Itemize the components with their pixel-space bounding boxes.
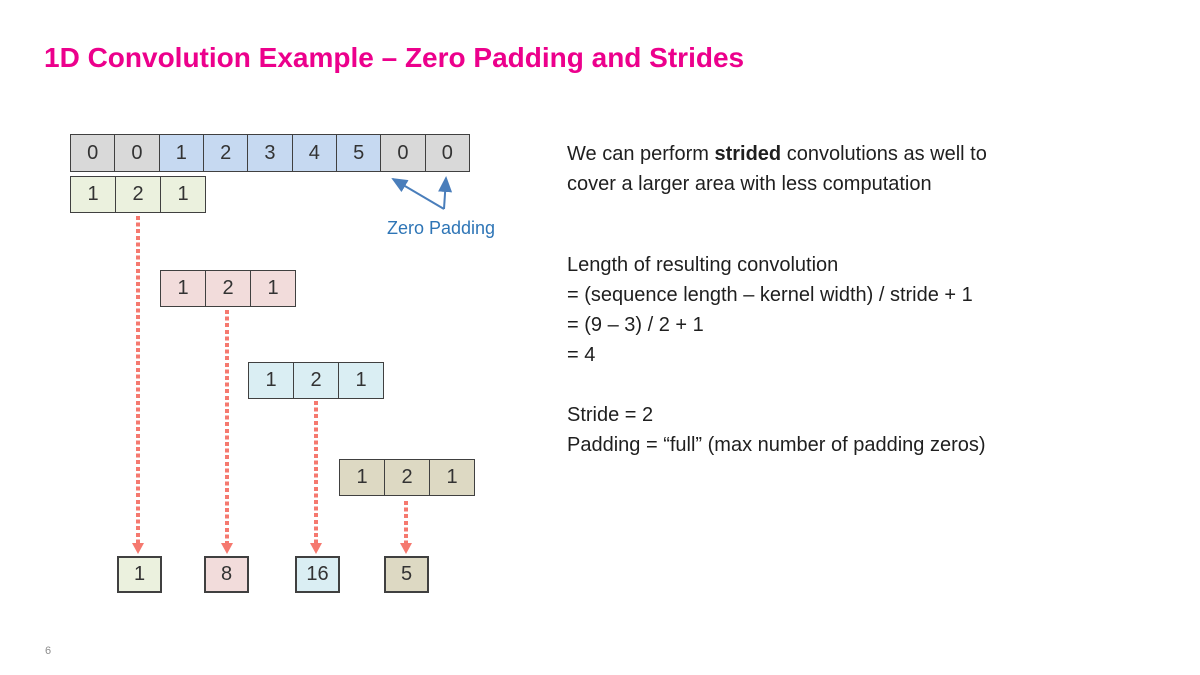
kernel-cell: 1	[429, 460, 474, 495]
input-cell: 2	[202, 135, 248, 171]
dotted-line	[224, 310, 230, 544]
result-cell: 8	[204, 556, 249, 593]
slide-title: 1D Convolution Example – Zero Padding an…	[44, 42, 745, 73]
formula-text: Length of resulting convolution = (seque…	[567, 250, 973, 370]
input-cell: 0	[424, 135, 469, 171]
input-cell: 0	[114, 135, 159, 171]
kernel-cell: 1	[161, 271, 205, 306]
dotted-line	[313, 401, 319, 544]
arrowhead-icon	[131, 543, 144, 554]
arrowhead-icon	[220, 543, 233, 554]
kernel-cell: 2	[293, 363, 338, 398]
formula-line: = (sequence length – kernel width) / str…	[567, 284, 973, 306]
intro-pre: We can perform	[567, 143, 715, 165]
intro-line-1: We can perform strided convolutions as w…	[567, 139, 987, 169]
kernel-row-3: 1 2 1	[248, 362, 384, 399]
stride-arrow	[309, 401, 323, 554]
intro-post: convolutions as well to	[781, 143, 987, 165]
input-cell: 5	[335, 135, 381, 171]
kernel-cell: 2	[205, 271, 250, 306]
params-line: Padding = “full” (max number of padding …	[567, 434, 986, 456]
stride-arrow	[131, 216, 145, 554]
intro-bold-strided: strided	[714, 143, 782, 165]
kernel-cell: 1	[71, 177, 115, 212]
formula-line: = 4	[567, 344, 596, 366]
params-text: Stride = 2 Padding = “full” (max number …	[567, 400, 986, 460]
formula-line: Length of resulting convolution	[567, 254, 839, 276]
dotted-line	[403, 501, 409, 544]
intro-line-2: cover a larger area with less computatio…	[567, 173, 932, 195]
input-cell: 0	[71, 135, 115, 171]
result-cell: 1	[117, 556, 162, 593]
kernel-row-4: 1 2 1	[339, 459, 475, 496]
result-cell: 5	[384, 556, 429, 593]
formula-line: = (9 – 3) / 2 + 1	[567, 314, 704, 336]
input-cell: 3	[247, 135, 292, 171]
kernel-cell: 1	[338, 363, 383, 398]
dotted-line	[135, 216, 141, 544]
kernel-row-1: 1 2 1	[70, 176, 206, 213]
params-line: Stride = 2	[567, 404, 654, 426]
stride-arrow	[220, 310, 234, 554]
input-cell: 0	[380, 135, 425, 171]
arrowhead-icon	[399, 543, 412, 554]
kernel-cell: 2	[115, 177, 160, 212]
kernel-cell: 1	[250, 271, 295, 306]
zero-padding-label: Zero Padding	[387, 218, 496, 238]
kernel-cell: 1	[340, 460, 384, 495]
input-cell: 4	[291, 135, 336, 171]
intro-text: We can perform strided convolutions as w…	[567, 139, 987, 199]
arrowhead-icon	[309, 543, 322, 554]
kernel-cell: 1	[249, 363, 293, 398]
input-cell: 1	[158, 135, 203, 171]
page-number: 6	[45, 645, 52, 657]
kernel-cell: 2	[384, 460, 429, 495]
kernel-row-2: 1 2 1	[160, 270, 296, 307]
kernel-cell: 1	[160, 177, 205, 212]
stride-arrow	[399, 501, 413, 554]
result-cell: 16	[295, 556, 340, 593]
input-array: 0 0 1 2 3 4 5 0 0	[70, 134, 470, 172]
